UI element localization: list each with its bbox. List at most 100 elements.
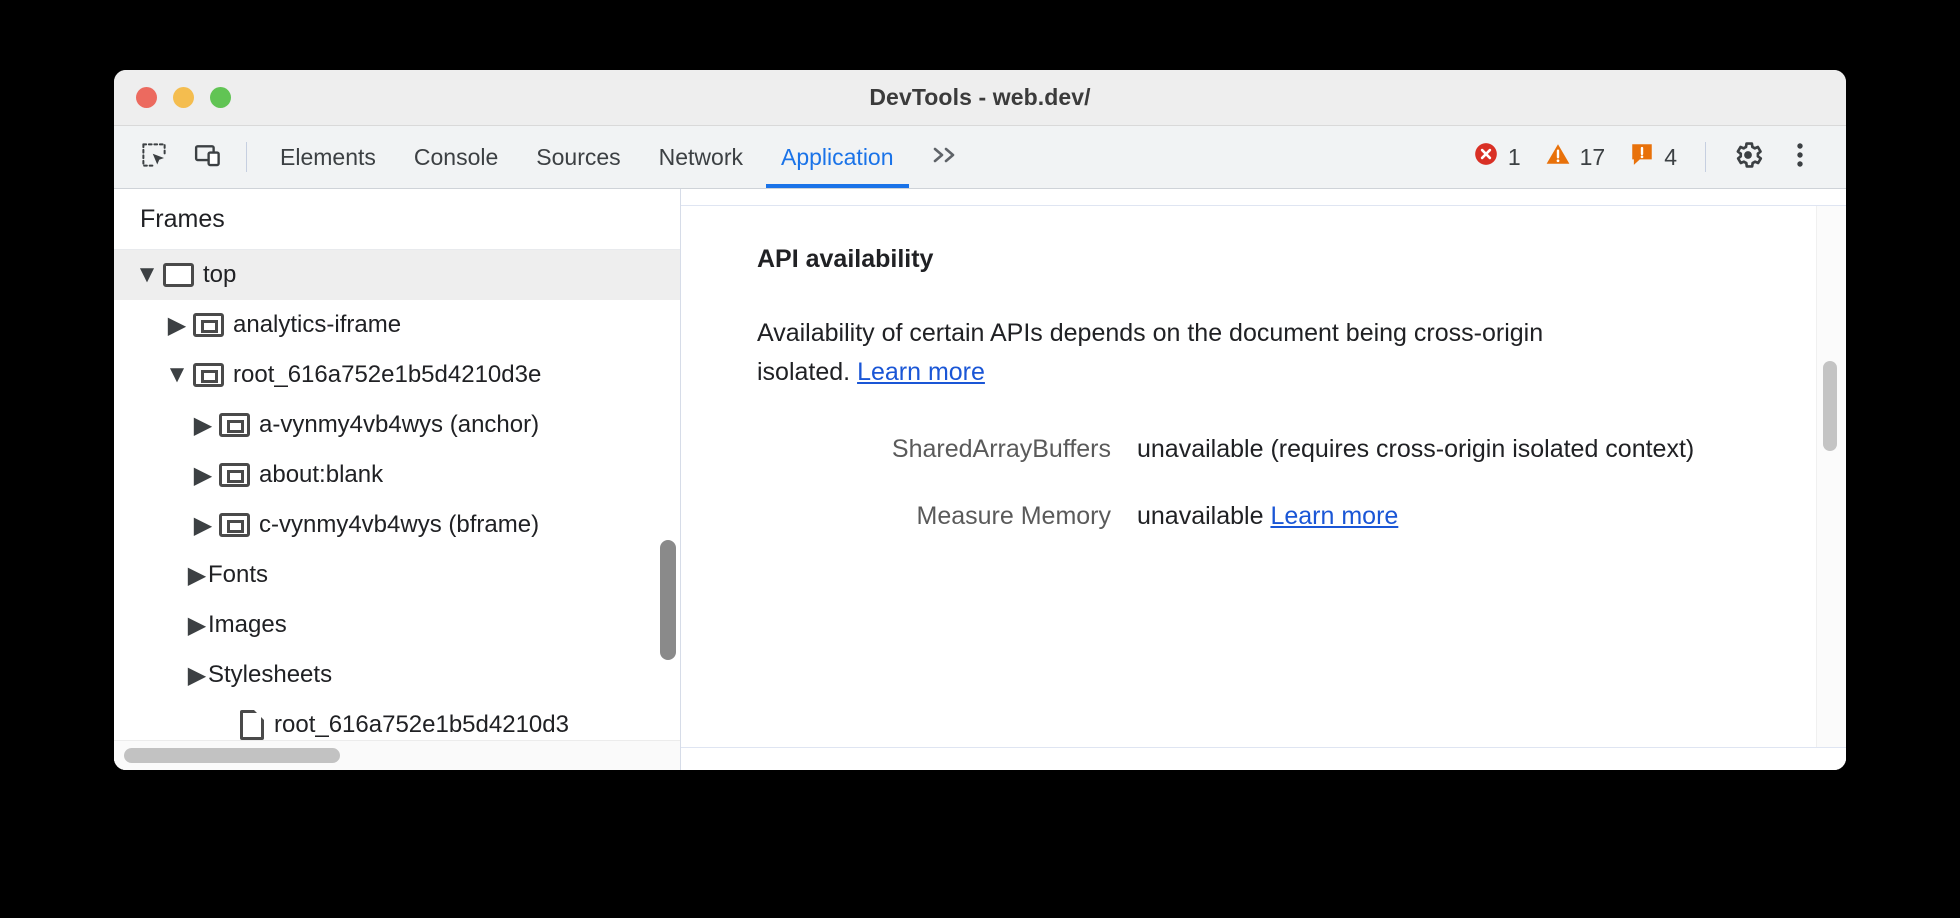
twisty-collapsed-icon[interactable]: ▶ bbox=[187, 561, 207, 589]
row-note: (requires cross-origin isolated context) bbox=[1270, 435, 1695, 463]
issue-count: 4 bbox=[1664, 143, 1677, 170]
sidebar-horizontal-scrollbar-track[interactable] bbox=[114, 740, 680, 770]
sidebar-title: Frames bbox=[114, 189, 680, 250]
twisty-collapsed-icon[interactable]: ▶ bbox=[193, 511, 213, 539]
tree-item-anchor-frame[interactable]: ▶ a-vynmy4vb4wys (anchor) bbox=[114, 400, 680, 450]
error-count: 1 bbox=[1507, 143, 1521, 170]
section-heading: API availability bbox=[757, 245, 934, 273]
inspect-element-button[interactable] bbox=[130, 135, 178, 179]
learn-more-link[interactable]: Learn more bbox=[857, 358, 985, 386]
twisty-collapsed-icon[interactable]: ▶ bbox=[187, 611, 207, 639]
twisty-collapsed-icon[interactable]: ▶ bbox=[187, 661, 207, 689]
frame-icon-top bbox=[163, 263, 194, 287]
issue-icon bbox=[1629, 141, 1655, 173]
issue-counter[interactable]: 4 bbox=[1619, 141, 1687, 173]
devtools-body: Frames ▼ top ▶ analytics-iframe ▼ root_6… bbox=[114, 189, 1846, 770]
tab-label: Network bbox=[658, 143, 743, 170]
twisty-collapsed-icon[interactable]: ▶ bbox=[193, 461, 213, 489]
panel-tabs: Elements Console Sources Network Applica… bbox=[261, 126, 975, 188]
maximize-window-button[interactable] bbox=[210, 87, 231, 108]
tree-item-analytics-iframe[interactable]: ▶ analytics-iframe bbox=[114, 300, 680, 350]
tab-label: Application bbox=[781, 143, 894, 170]
api-availability-section: API availability Availability of certain… bbox=[681, 189, 1846, 536]
application-main-panel: API availability Availability of certain… bbox=[681, 189, 1846, 770]
tree-item-stylesheet-file[interactable]: root_616a752e1b5d4210d3 bbox=[114, 700, 680, 750]
device-toolbar-button[interactable] bbox=[184, 135, 232, 179]
tree-item-label: analytics-iframe bbox=[233, 311, 402, 338]
tab-label: Sources bbox=[536, 143, 621, 170]
tab-network[interactable]: Network bbox=[640, 126, 762, 188]
tree-item-label: a-vynmy4vb4wys (anchor) bbox=[259, 411, 540, 438]
tree-item-fonts[interactable]: ▶ Fonts bbox=[114, 550, 680, 600]
error-icon bbox=[1473, 141, 1499, 173]
tree-item-label: Images bbox=[208, 611, 287, 638]
frames-tree: ▼ top ▶ analytics-iframe ▼ root_616a752e… bbox=[114, 250, 680, 770]
row-key: SharedArrayBuffers bbox=[891, 435, 1111, 463]
tree-item-images[interactable]: ▶ Images bbox=[114, 600, 680, 650]
tree-item-root-frame[interactable]: ▼ root_616a752e1b5d4210d3e bbox=[114, 350, 680, 400]
main-vertical-scrollbar-track[interactable] bbox=[1816, 206, 1846, 747]
devtools-toolbar: Elements Console Sources Network Applica… bbox=[114, 126, 1846, 189]
tree-item-about-blank[interactable]: ▶ about:blank bbox=[114, 450, 680, 500]
twisty-expanded-icon[interactable]: ▼ bbox=[165, 361, 189, 388]
settings-button[interactable] bbox=[1724, 135, 1772, 179]
window-title: DevTools - web.dev/ bbox=[869, 84, 1091, 110]
measure-memory-row: Measure Memory unavailable Learn more bbox=[757, 497, 1846, 536]
tab-console[interactable]: Console bbox=[395, 126, 517, 188]
section-description: Availability of certain APIs depends on … bbox=[757, 314, 1617, 392]
tab-label: Elements bbox=[280, 143, 376, 170]
minimize-window-button[interactable] bbox=[173, 87, 194, 108]
tab-application[interactable]: Application bbox=[762, 126, 913, 188]
twisty-collapsed-icon[interactable]: ▶ bbox=[167, 311, 187, 339]
more-options-button[interactable] bbox=[1776, 135, 1824, 179]
main-vertical-scrollbar-thumb[interactable] bbox=[1823, 361, 1837, 451]
device-toolbar-icon bbox=[193, 140, 223, 175]
frame-icon-child bbox=[219, 463, 250, 487]
row-value: unavailable Learn more bbox=[1137, 497, 1398, 536]
tab-sources[interactable]: Sources bbox=[517, 126, 639, 188]
error-counter[interactable]: 1 bbox=[1463, 141, 1531, 173]
toolbar-divider bbox=[246, 142, 247, 172]
more-tabs-button[interactable] bbox=[913, 126, 975, 188]
tree-item-label: Stylesheets bbox=[208, 661, 333, 688]
tree-item-label: root_616a752e1b5d4210d3e bbox=[233, 361, 542, 388]
tree-item-label: root_616a752e1b5d4210d3 bbox=[274, 711, 569, 738]
devtools-window: DevTools - web.dev/ bbox=[114, 70, 1846, 770]
tab-label: Console bbox=[413, 143, 499, 170]
tree-item-label: c-vynmy4vb4wys (bframe) bbox=[259, 511, 540, 538]
description-text: Availability of certain APIs depends on … bbox=[757, 319, 1544, 386]
inspect-element-icon bbox=[139, 140, 169, 175]
toolbar-right-group: 1 17 bbox=[1463, 135, 1846, 179]
tree-item-label: Fonts bbox=[208, 561, 269, 588]
close-window-button[interactable] bbox=[136, 87, 157, 108]
measure-memory-learn-more-link[interactable]: Learn more bbox=[1270, 502, 1399, 530]
tree-item-label: about:blank bbox=[259, 461, 384, 488]
toolbar-right-divider bbox=[1705, 142, 1706, 172]
sidebar-horizontal-scrollbar-thumb[interactable] bbox=[124, 748, 340, 763]
frame-icon-child bbox=[193, 363, 224, 387]
sidebar-vertical-scrollbar[interactable] bbox=[660, 540, 676, 660]
row-key: Measure Memory bbox=[916, 502, 1112, 530]
tree-item-stylesheets[interactable]: ▶ Stylesheets bbox=[114, 650, 680, 700]
kebab-menu-icon bbox=[1787, 140, 1813, 175]
tab-elements[interactable]: Elements bbox=[261, 126, 395, 188]
window-titlebar: DevTools - web.dev/ bbox=[114, 70, 1846, 126]
gear-icon bbox=[1732, 139, 1764, 176]
twisty-collapsed-icon[interactable]: ▶ bbox=[193, 411, 213, 439]
warning-count: 17 bbox=[1579, 143, 1606, 170]
frame-icon-child bbox=[219, 513, 250, 537]
tree-item-top[interactable]: ▼ top bbox=[114, 250, 680, 300]
toolbar-left-icons bbox=[130, 135, 232, 179]
frame-icon-child bbox=[193, 313, 224, 337]
twisty-expanded-icon[interactable]: ▼ bbox=[135, 261, 159, 288]
row-value-text: unavailable bbox=[1137, 435, 1264, 463]
frame-icon-child bbox=[219, 413, 250, 437]
warning-icon bbox=[1545, 141, 1571, 173]
tree-item-bframe[interactable]: ▶ c-vynmy4vb4wys (bframe) bbox=[114, 500, 680, 550]
warning-counter[interactable]: 17 bbox=[1535, 141, 1616, 173]
content-top-divider bbox=[681, 205, 1846, 206]
chevron-double-right-icon bbox=[927, 143, 961, 172]
content-bottom-divider bbox=[681, 747, 1846, 748]
row-value: unavailable (requires cross-origin isola… bbox=[1137, 430, 1694, 469]
frames-sidebar: Frames ▼ top ▶ analytics-iframe ▼ root_6… bbox=[114, 189, 681, 770]
